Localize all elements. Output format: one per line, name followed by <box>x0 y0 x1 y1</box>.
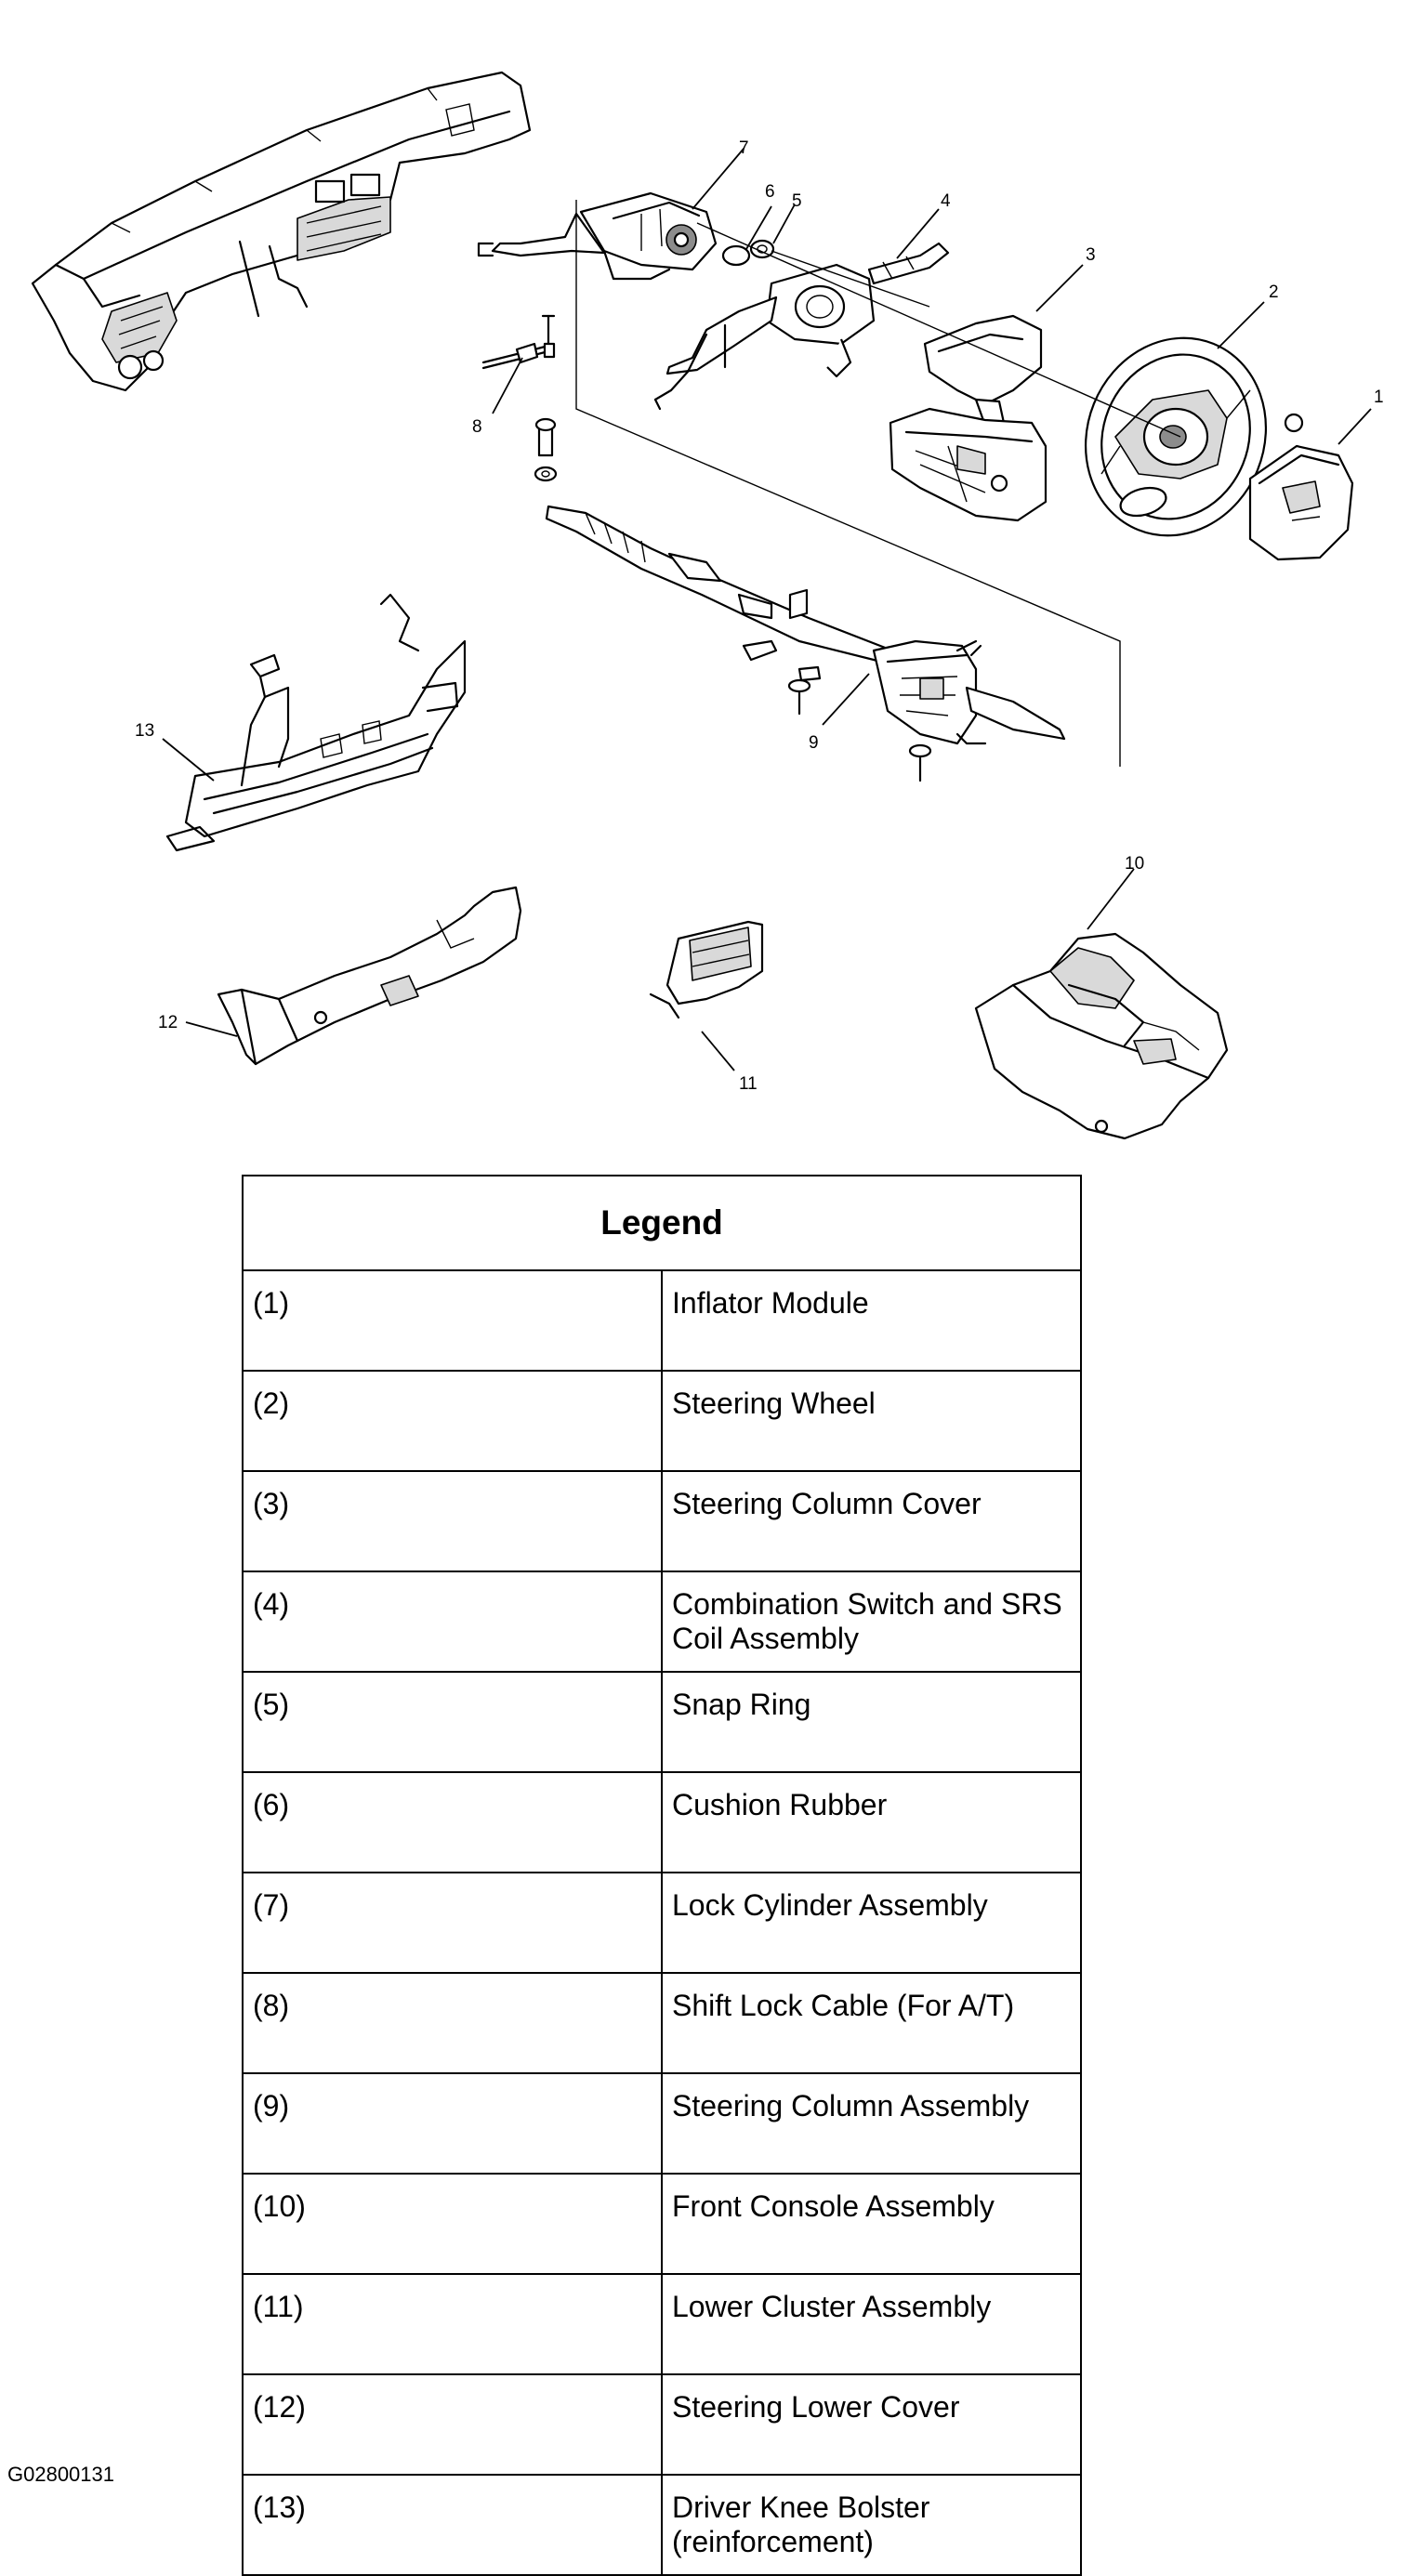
legend-description: Shift Lock Cable (For A/T) <box>661 1972 1082 2074</box>
legend-description: Lower Cluster Assembly <box>661 2273 1082 2375</box>
callout-3: 3 <box>1086 245 1096 265</box>
lower-cluster-illustration <box>649 920 764 1019</box>
legend-number: (1) <box>242 1269 663 1372</box>
legend-description: Steering Wheel <box>661 1370 1082 1472</box>
legend-number: (7) <box>242 1872 663 1974</box>
legend-description: Lock Cylinder Assembly <box>661 1872 1082 1974</box>
legend-description: Inflator Module <box>661 1269 1082 1372</box>
legend-description: Steering Column Assembly <box>661 2072 1082 2175</box>
legend-number: (13) <box>242 2474 663 2576</box>
shift-lock-cable-illustration <box>481 314 556 370</box>
legend-row: (6)Cushion Rubber <box>242 1771 1082 1873</box>
legend-row: (11)Lower Cluster Assembly <box>242 2273 1082 2375</box>
legend-description: Steering Column Cover <box>661 1470 1082 1572</box>
legend-description: Driver Knee Bolster (reinforcement) <box>661 2474 1082 2576</box>
steering-wheel-illustration <box>1084 336 1304 537</box>
legend-row: (8)Shift Lock Cable (For A/T) <box>242 1972 1082 2074</box>
callout-1: 1 <box>1374 388 1384 407</box>
callout-9: 9 <box>809 733 819 753</box>
cushion-rubber-and-snap-ring-illustration <box>721 239 775 267</box>
legend-number: (6) <box>242 1771 663 1873</box>
legend-number: (4) <box>242 1571 663 1673</box>
legend-description: Snap Ring <box>661 1671 1082 1773</box>
legend-number: (8) <box>242 1972 663 2074</box>
callout-4: 4 <box>941 191 951 211</box>
figure-id: G02800131 <box>7 2463 114 2486</box>
legend-row: (2)Steering Wheel <box>242 1370 1082 1472</box>
callout-numbers: 1 2 3 4 5 6 7 8 9 10 11 12 13 <box>135 138 1384 1094</box>
steering-column-assembly-illustration <box>545 505 1066 745</box>
legend-number: (12) <box>242 2373 663 2476</box>
steering-lower-cover-illustration <box>217 886 522 1066</box>
legend-row: (4)Combination Switch and SRS Coil Assem… <box>242 1571 1082 1673</box>
legend-row: (7)Lock Cylinder Assembly <box>242 1872 1082 1974</box>
legend-table: Legend (1)Inflator Module (2)Steering Wh… <box>242 1175 1082 2576</box>
legend-row: (9)Steering Column Assembly <box>242 2072 1082 2175</box>
legend-number: (10) <box>242 2173 663 2275</box>
legend-row: (10)Front Console Assembly <box>242 2173 1082 2275</box>
legend-description: Combination Switch and SRS Coil Assembly <box>661 1571 1082 1673</box>
legend-description: Steering Lower Cover <box>661 2373 1082 2476</box>
callout-12: 12 <box>158 1013 178 1032</box>
exploded-steering-column-diagram: 1 2 3 4 5 6 7 8 9 10 11 12 13 <box>31 71 1384 1140</box>
callout-5: 5 <box>792 191 802 211</box>
assembly-reference-lines <box>575 200 1181 767</box>
callout-7: 7 <box>739 138 749 158</box>
callout-13: 13 <box>135 721 154 741</box>
legend-row: (12)Steering Lower Cover <box>242 2373 1082 2476</box>
callout-2: 2 <box>1269 283 1279 302</box>
legend-row: (5)Snap Ring <box>242 1671 1082 1773</box>
legend-number: (9) <box>242 2072 663 2175</box>
legend-number: (3) <box>242 1470 663 1572</box>
callout-8: 8 <box>472 417 482 437</box>
legend-number: (5) <box>242 1671 663 1773</box>
legend-number: (2) <box>242 1370 663 1472</box>
callout-6: 6 <box>765 182 775 202</box>
legend-row: (13)Driver Knee Bolster (reinforcement) <box>242 2474 1082 2576</box>
legend-number: (11) <box>242 2273 663 2375</box>
legend-row: (1)Inflator Module <box>242 1269 1082 1372</box>
legend-row: (3)Steering Column Cover <box>242 1470 1082 1572</box>
callout-11: 11 <box>739 1074 758 1094</box>
instrument-panel-illustration <box>31 71 532 392</box>
legend-description: Front Console Assembly <box>661 2173 1082 2275</box>
lock-cylinder-assembly-illustration <box>477 191 718 281</box>
steering-column-cover-illustration <box>889 314 1048 522</box>
combination-switch-illustration <box>653 242 950 411</box>
legend-description: Cushion Rubber <box>661 1771 1082 1873</box>
legend-title: Legend <box>242 1175 1082 1271</box>
callout-leaders <box>162 148 1372 1071</box>
front-console-illustration <box>974 932 1229 1140</box>
mounting-bolts-illustration <box>534 417 932 782</box>
callout-10: 10 <box>1125 854 1144 874</box>
inflator-module-illustration <box>1248 444 1354 561</box>
knee-bolster-reinforcement-illustration <box>165 593 467 852</box>
